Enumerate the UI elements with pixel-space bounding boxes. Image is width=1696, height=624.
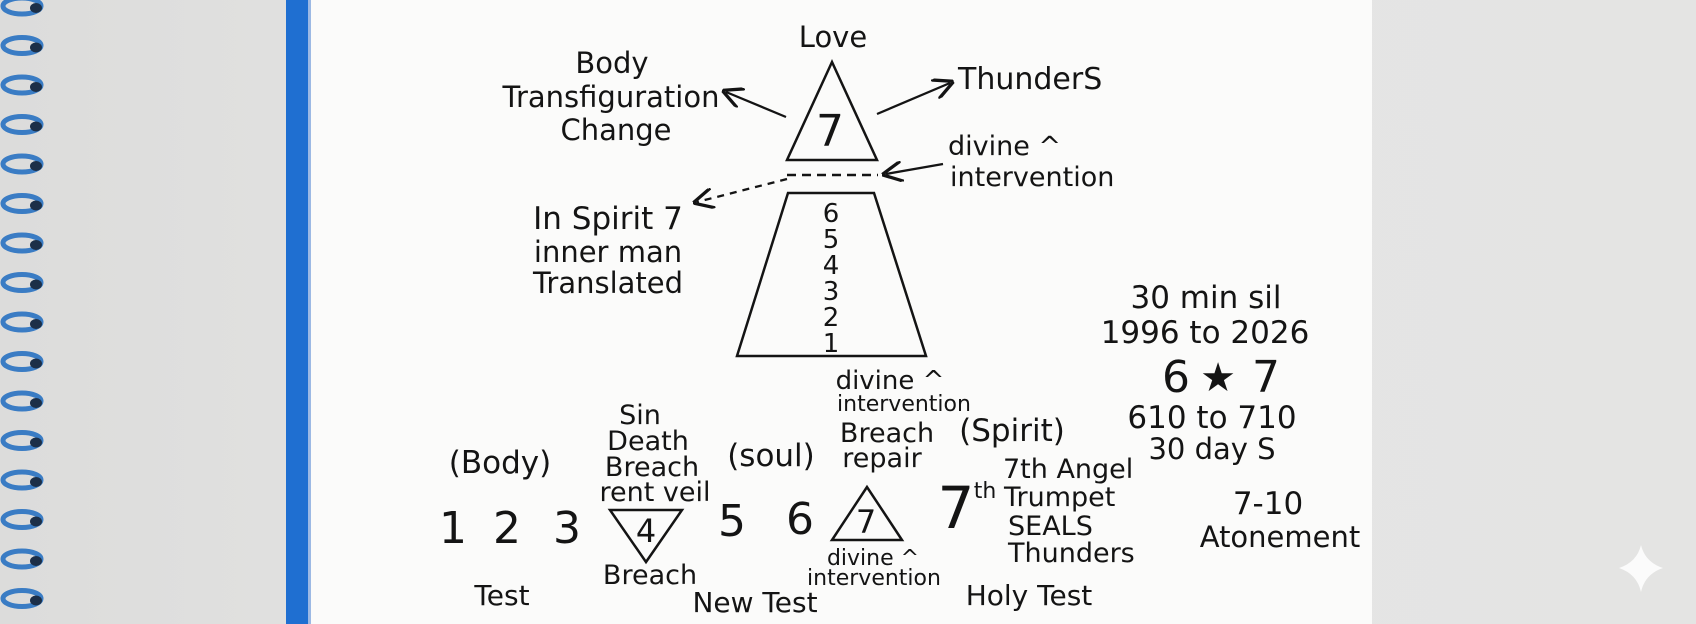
side-note-7: Atonement — [1200, 520, 1361, 554]
arrow-to-veil — [886, 164, 944, 174]
seventh-number: 7 — [938, 474, 975, 542]
spiral-hole — [30, 42, 42, 53]
page-binding-stripe — [286, 0, 308, 624]
divine-bottom-2: intervention — [807, 566, 941, 591]
spiral-hole — [30, 3, 42, 13]
pyramid-level-6: 6 — [823, 199, 840, 229]
arrow-to-spirit — [697, 177, 788, 202]
pyramid-level-1: 1 — [823, 329, 840, 359]
spiral-hole — [30, 477, 42, 487]
spiral-hole — [30, 595, 42, 606]
star-icon: ★ — [1200, 355, 1236, 401]
seventh-list-2: Trumpet — [1003, 482, 1115, 513]
sin-stack-4: rent veil — [600, 477, 711, 508]
spiral-hole — [30, 398, 42, 408]
new-test-label: New Test — [692, 586, 817, 619]
side-note-1: 30 min sil — [1131, 280, 1282, 316]
timeline-num-6: 6 — [786, 494, 814, 545]
breach-label: Breach — [603, 560, 697, 591]
repair-1: Breach — [840, 418, 934, 449]
sin-stack-1: Sin — [619, 400, 661, 431]
spirit-line-3: Translated — [532, 266, 683, 300]
veil-label-line-1: divine ^ — [948, 131, 1061, 162]
apex-left-line-2: Transfiguration — [502, 80, 720, 114]
seventh-list-4: Thunders — [1007, 538, 1135, 569]
sparkle-icon — [1619, 545, 1663, 592]
divine-top-1: divine ^ — [836, 366, 945, 396]
apex-left-line-1: Body — [575, 46, 648, 80]
timeline-num-4: 4 — [636, 512, 656, 550]
body-label: (Body) — [449, 445, 551, 481]
timeline-num-1: 1 — [439, 503, 467, 554]
apex-left-line-3: Change — [560, 113, 671, 147]
apex-top-label: Love — [799, 20, 867, 54]
spiral-hole — [30, 516, 42, 527]
side-note-seven: 7 — [1252, 352, 1280, 403]
soul-label: (soul) — [727, 438, 815, 474]
repair-2: repair — [842, 443, 922, 474]
apex-right-label: ThunderS — [957, 62, 1102, 97]
veil-label-line-2: intervention — [950, 162, 1114, 193]
spiral-hole — [30, 82, 42, 92]
spiral-hole — [30, 437, 42, 448]
pyramid-level-4: 4 — [823, 251, 840, 281]
spiral-hole — [30, 240, 42, 250]
timeline-num-2: 2 — [493, 503, 521, 554]
spirit-label: (Spirit) — [959, 413, 1065, 449]
breach-triangle-down — [607, 508, 685, 565]
spirit-line-1: In Spirit 7 — [533, 201, 683, 237]
seven-triangle-up — [829, 484, 905, 542]
seventh-list-1: 7th Angel — [1003, 454, 1133, 485]
sin-stack-2: Death — [607, 426, 689, 457]
holy-test-label: Holy Test — [966, 579, 1093, 612]
spiral-hole — [30, 358, 42, 369]
timeline-num-3: 3 — [553, 503, 581, 554]
pyramid-level-2: 2 — [823, 303, 840, 333]
seventh-list-3: SEALS — [1008, 511, 1093, 542]
spiral-binding-icon — [0, 0, 44, 609]
timeline-num-5: 5 — [718, 496, 746, 547]
spiral-hole — [30, 319, 42, 329]
side-note-4: 610 to 710 — [1127, 400, 1296, 436]
spiral-hole — [30, 200, 42, 211]
test-label: Test — [473, 579, 529, 612]
spiral-hole — [30, 121, 42, 132]
apex-number: 7 — [816, 106, 844, 157]
side-note-5: 30 day S — [1148, 432, 1275, 466]
notebook-page — [286, 0, 1372, 624]
side-note-2: 1996 to 2026 — [1101, 315, 1310, 351]
spiral-hole — [30, 556, 42, 566]
pyramid-base-trapezoid — [735, 191, 928, 358]
pyramid-level-3: 3 — [823, 277, 840, 307]
apex-triangle — [785, 59, 879, 162]
timeline-num-7: 7 — [856, 503, 876, 541]
arrow-to-thunders — [876, 83, 950, 116]
spirit-line-2: inner man — [534, 235, 682, 269]
divine-top-2: intervention — [837, 392, 971, 417]
side-note-six: 6 — [1162, 352, 1190, 403]
sin-stack-3: Breach — [605, 452, 699, 483]
spiral-hole — [30, 279, 42, 290]
spiral-hole — [30, 161, 42, 171]
divine-bottom-1: divine ^ — [827, 546, 919, 571]
arrow-to-body — [726, 92, 787, 119]
pyramid-level-5: 5 — [823, 225, 840, 255]
seventh-suffix: th — [974, 479, 997, 504]
side-note-6: 7-10 — [1233, 486, 1303, 522]
